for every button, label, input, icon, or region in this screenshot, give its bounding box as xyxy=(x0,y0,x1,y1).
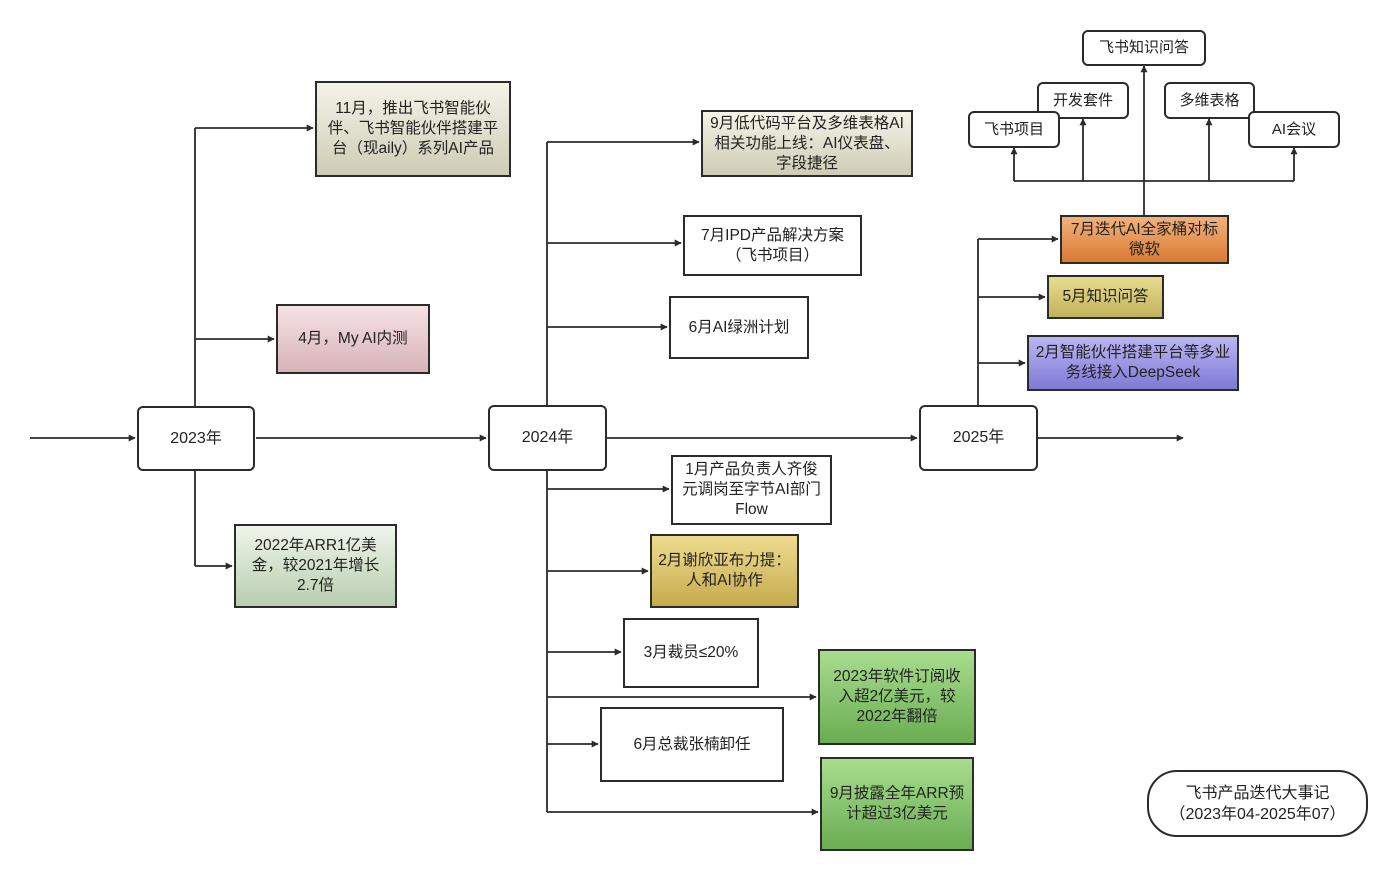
suite-bitable: 多维表格 xyxy=(1164,82,1255,119)
legend-date-range: （2023年04-2025年07） xyxy=(1169,805,1346,823)
suite-knowledge-qa: 飞书知识问答 xyxy=(1082,30,1206,66)
event-2024-feb-human-ai: 2月谢欣亚布力提：人和AI协作 xyxy=(650,534,799,608)
event-2024-jan-flow: 1月产品负责人齐俊元调岗至字节AI部门Flow xyxy=(671,455,832,525)
event-2025-feb-deepseek: 2月智能伙伴搭建平台等多业务线接入DeepSeek xyxy=(1027,335,1239,391)
event-2024-mar-layoff: 3月裁员≤20% xyxy=(623,618,759,688)
year-2023-node: 2023年 xyxy=(137,406,255,471)
event-2025-may-knowledge-qa: 5月知识问答 xyxy=(1047,275,1164,319)
event-2023-arr: 2022年ARR1亿美金，较2021年增长2.7倍 xyxy=(234,524,397,608)
year-2025-node: 2025年 xyxy=(919,405,1038,471)
event-2024-jul-ipd: 7月IPD产品解决方案 （飞书项目） xyxy=(683,215,862,276)
suite-feishu-project: 飞书项目 xyxy=(968,111,1060,148)
event-2024-jun-ai-oasis: 6月AI绿洲计划 xyxy=(669,296,809,359)
event-2023-apr-my-ai: 4月，My AI内测 xyxy=(276,304,430,374)
event-2023-nov-ai-products: 11月，推出飞书智能伙伴、飞书智能伙伴搭建平台（现aily）系列AI产品 xyxy=(315,81,511,177)
event-2024-revenue: 2023年软件订阅收入超2亿美元，较2022年翻倍 xyxy=(818,649,976,745)
event-2024-jun-president: 6月总裁张楠卸任 xyxy=(600,707,784,782)
event-2024-sep-arr: 9月披露全年ARR预计超过3亿美元 xyxy=(820,757,974,851)
year-2024-node: 2024年 xyxy=(488,405,607,471)
legend-title: 飞书产品迭代大事记 xyxy=(1185,784,1330,802)
diagram-legend: 飞书产品迭代大事记 （2023年04-2025年07） xyxy=(1147,770,1368,837)
event-2025-jul-ai-suite: 7月迭代AI全家桶对标微软 xyxy=(1060,215,1229,264)
suite-ai-meeting: AI会议 xyxy=(1248,111,1340,148)
event-2024-sep-lowcode-ai: 9月低代码平台及多维表格AI相关功能上线：AI仪表盘、字段捷径 xyxy=(701,110,913,177)
